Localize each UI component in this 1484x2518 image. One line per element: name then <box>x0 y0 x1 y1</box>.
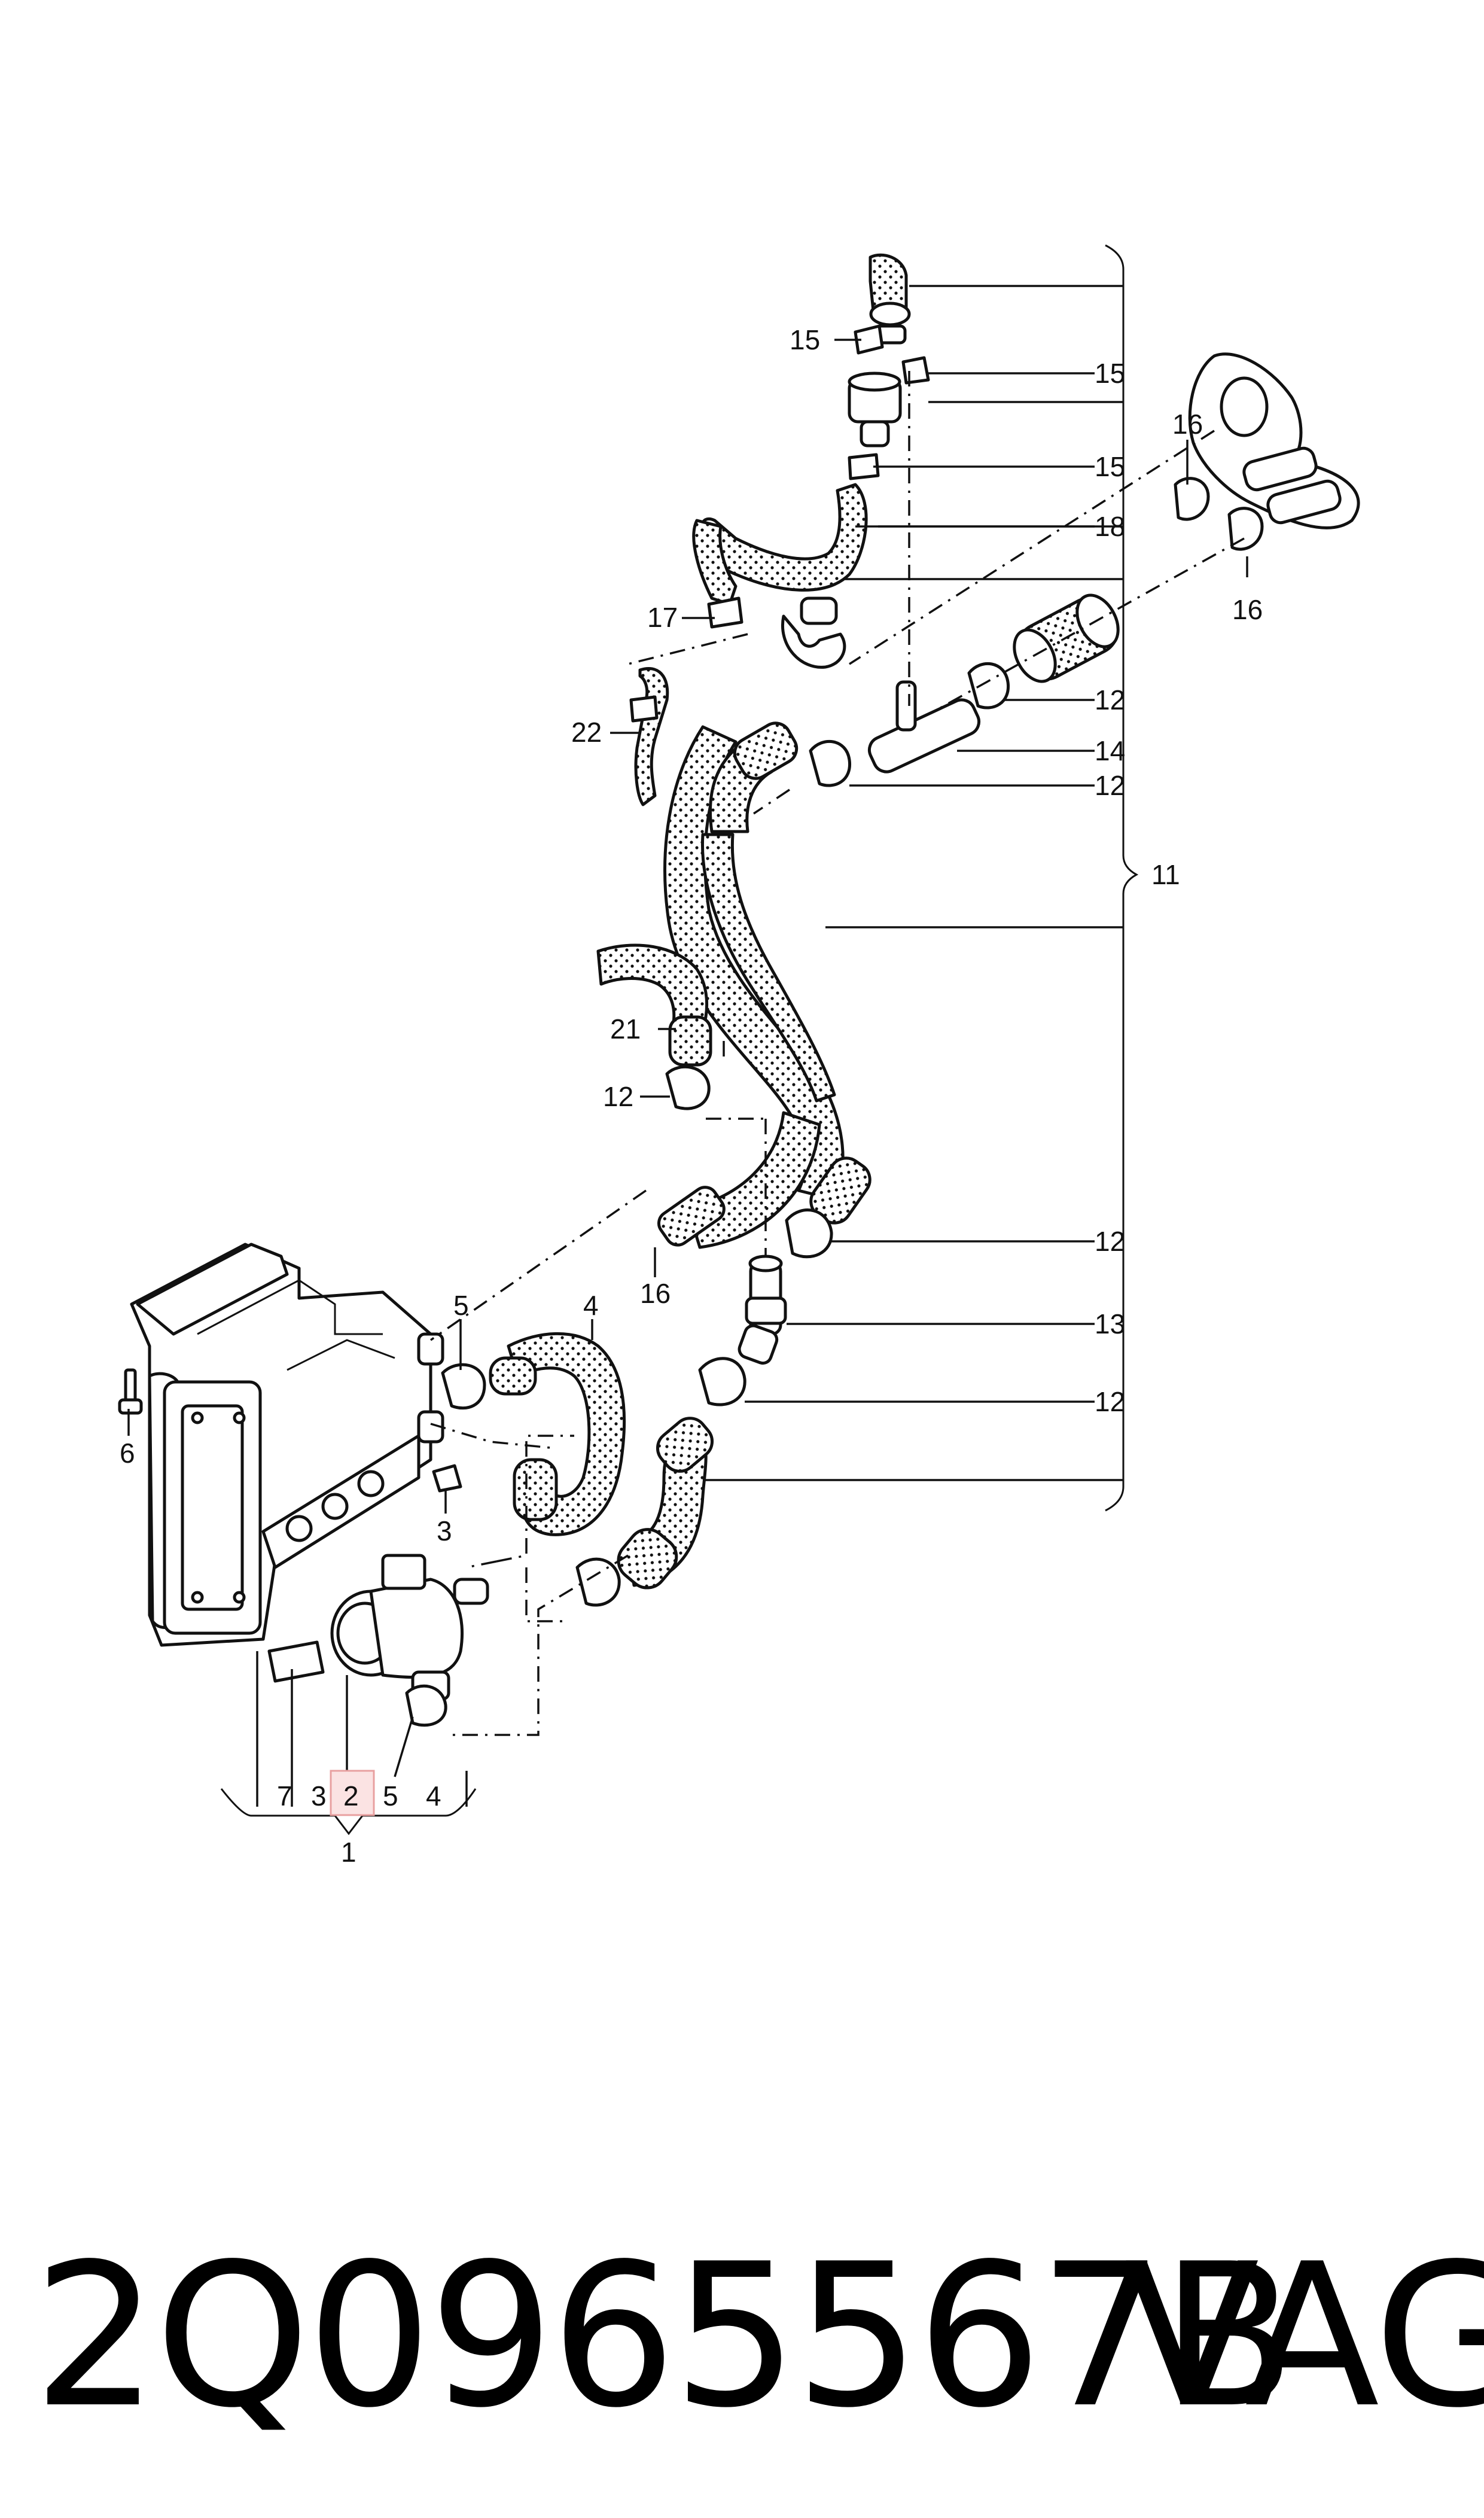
clamp-5-top <box>441 1363 486 1410</box>
callout-15-right-top: 15 <box>1095 358 1125 389</box>
lower-hose-bottom <box>617 1528 678 1590</box>
pump-2 <box>330 1554 489 1727</box>
callout-4-bottom: 4 <box>426 1780 441 1811</box>
upper-hose-assembly <box>629 253 930 806</box>
part-number: 2Q0965567B <box>33 2221 1296 2451</box>
callout-16-right: 16 <box>1232 594 1263 625</box>
callout-3-mid: 3 <box>437 1515 452 1546</box>
lower-hose-top <box>656 1417 714 1473</box>
callout-15-left: 15 <box>790 324 820 355</box>
bracket-group-11 <box>700 244 1139 1512</box>
bolt-6 <box>118 1368 143 1415</box>
callout-12-a: 12 <box>1095 684 1125 715</box>
callout-12-c: 12 <box>603 1081 633 1112</box>
callout-4-top: 4 <box>583 1290 599 1321</box>
callout-16-top: 16 <box>1172 409 1203 440</box>
pad-7 <box>267 1640 325 1683</box>
dash-lines <box>430 371 1245 1736</box>
callout-17: 17 <box>647 602 678 633</box>
footer: 2Q0965567B VAG <box>0 2213 1484 2465</box>
lower-connectors <box>698 1208 833 1406</box>
hose-4-end <box>513 1458 558 1521</box>
hose-21-assembly <box>596 943 712 1110</box>
callout-21: 21 <box>610 1013 641 1045</box>
callout-1: 1 <box>341 1837 356 1868</box>
clip-3 <box>432 1464 462 1493</box>
callout-15-right: 15 <box>1095 451 1125 482</box>
callout-7: 7 <box>277 1780 292 1811</box>
callout-18: 18 <box>1095 511 1125 542</box>
hose-4 <box>507 1332 626 1536</box>
callout-14: 14 <box>1095 735 1125 766</box>
callout-6: 6 <box>120 1438 135 1469</box>
hose-end-16 <box>657 1186 726 1247</box>
parts-diagram: 15 15 15 18 16 16 17 22 12 14 12 11 21 1… <box>118 244 1360 1868</box>
callout-13: 13 <box>1095 1308 1125 1339</box>
main-coolant-hose-inner <box>700 833 836 1103</box>
callout-2-highlighted: 2 <box>343 1780 359 1811</box>
leader-lines <box>127 339 1248 1835</box>
callout-5-bottom: 5 <box>383 1780 398 1811</box>
hose-top-end <box>733 721 799 780</box>
callout-5-top: 5 <box>453 1290 469 1321</box>
callout-12-d: 12 <box>1095 1226 1125 1257</box>
callout-16-mid: 16 <box>640 1278 671 1309</box>
brand-name: VAG <box>1125 2221 1484 2451</box>
callout-12-e: 12 <box>1095 1386 1125 1417</box>
clamp-near-pump <box>575 1557 621 1607</box>
callout-3-bottom: 3 <box>311 1780 327 1811</box>
callout-12-b: 12 <box>1095 770 1125 801</box>
hose-4-start <box>489 1356 537 1396</box>
callout-labels: 15 15 15 18 16 16 17 22 12 14 12 11 21 1… <box>120 324 1263 1868</box>
callout-22: 22 <box>571 717 602 748</box>
highlight-callout-2-box <box>330 1770 375 1816</box>
callout-11: 11 <box>1151 859 1180 890</box>
right-connector-cluster <box>809 352 1360 787</box>
